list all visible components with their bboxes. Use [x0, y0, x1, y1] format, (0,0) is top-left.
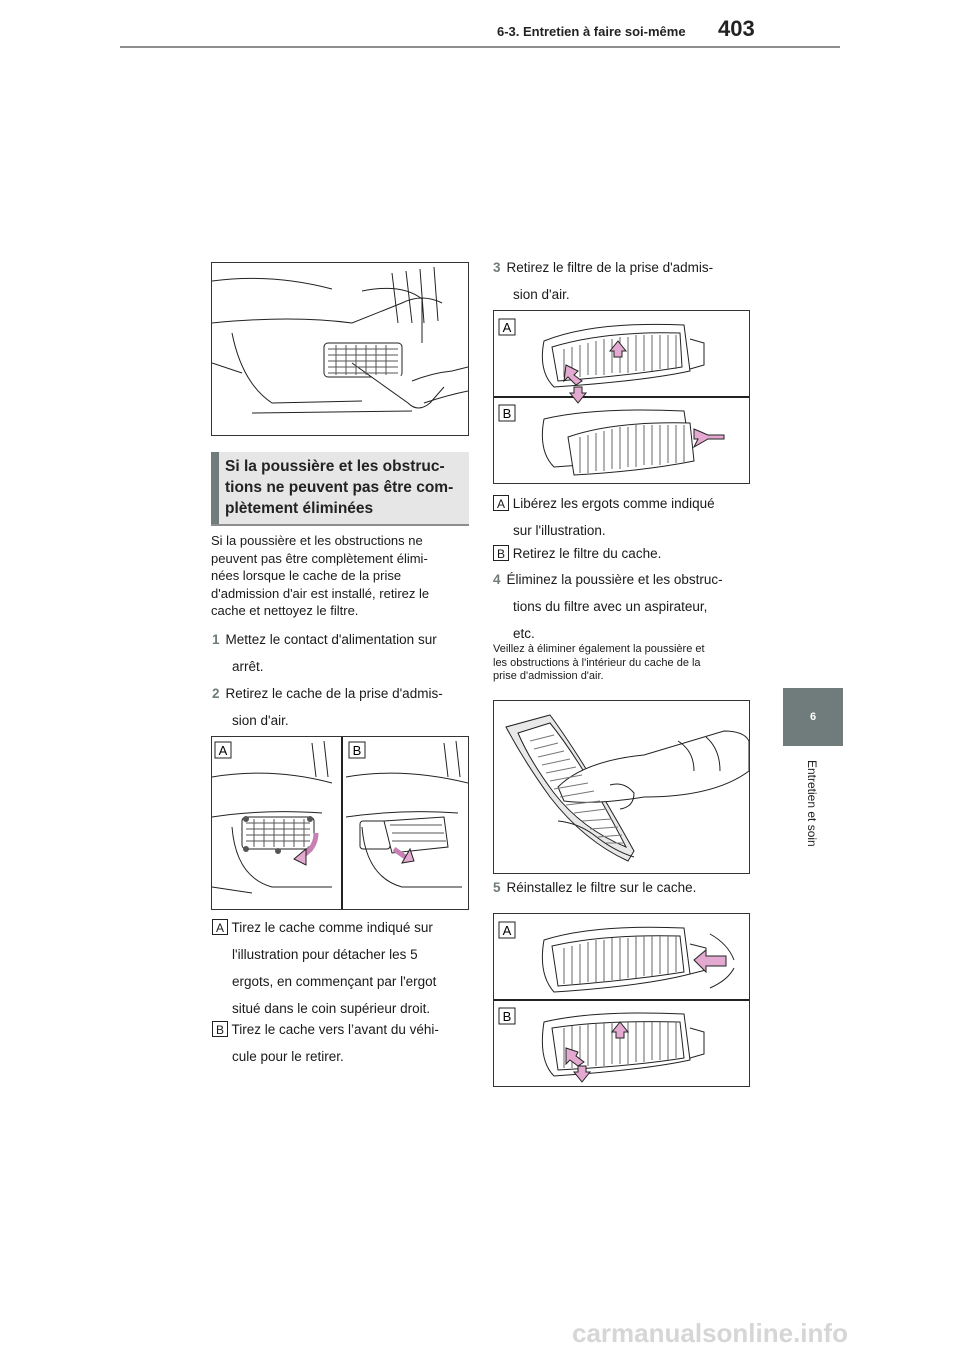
- header-rule: [120, 46, 840, 48]
- note-title-line: plètement éliminées: [225, 500, 374, 517]
- note-title-line: Si la poussière et les obstruc-: [225, 458, 445, 475]
- step-number: 1: [212, 632, 220, 647]
- note-title-line: tions ne peuvent pas être com-: [225, 479, 454, 496]
- step-text: etc.: [513, 626, 535, 641]
- substep-2b: B Tirez le cache vers l’avant du véhi- c…: [212, 1016, 474, 1070]
- substep-badge: A: [212, 919, 228, 935]
- page-number: 403: [718, 16, 755, 41]
- figure-label: A: [503, 320, 512, 335]
- illustration-vacuum-intake: [212, 266, 468, 414]
- step-1: 1 Mettez le contact d'alimentation sur ar…: [212, 626, 472, 680]
- caption-line: prise d'admission d'air.: [493, 670, 604, 682]
- step-5: 5 Réinstallez le filtre sur le cache.: [493, 874, 755, 901]
- figure-remove-filter: A B: [493, 310, 750, 484]
- intro-line: nées lorsque le cache de la prise: [211, 568, 402, 583]
- note-rule: [211, 524, 469, 526]
- step-text: sion d'air.: [232, 713, 289, 728]
- substep-text: Libérez les ergots comme indiqué: [512, 496, 715, 511]
- figure-label: B: [353, 743, 362, 758]
- figure-label: A: [219, 743, 228, 758]
- chapter-number: 6: [809, 711, 817, 723]
- illustration-reinstall-filter: A B: [494, 921, 749, 1083]
- step-text: Mettez le contact d'alimentation sur: [225, 632, 437, 647]
- step-text: Éliminez la poussière et les obstruc-: [506, 572, 723, 587]
- note-box: Si la poussière et les obstruc- tions ne…: [211, 452, 469, 524]
- caption-line: Veillez à éliminer également la poussièr…: [493, 643, 705, 655]
- substep-badge: B: [493, 545, 509, 561]
- substep-3a: A Libérez les ergots comme indiqué sur l…: [493, 490, 755, 544]
- substep-2a: A Tirez le cache comme indiqué sur l'ill…: [212, 914, 474, 1022]
- caption-note: Veillez à éliminer également la poussièr…: [493, 643, 755, 684]
- step-number: 5: [493, 880, 501, 895]
- step-text: Retirez le cache de la prise d'admis-: [225, 686, 443, 701]
- figure-reinstall-filter: A B: [493, 913, 750, 1087]
- substep-text: sur l'illustration.: [513, 523, 606, 538]
- substep-text: Tirez le cache comme indiqué sur: [231, 920, 433, 935]
- figure-label: B: [503, 406, 512, 421]
- step-number: 2: [212, 686, 220, 701]
- note-accent-bar: [211, 452, 219, 524]
- substep-text: cule pour le retirer.: [232, 1049, 344, 1064]
- substep-text: l'illustration pour détacher les 5: [232, 947, 418, 962]
- figure-vacuum-filter: [493, 700, 750, 874]
- chapter-label: Entretien et soin: [782, 760, 844, 900]
- note-title: Si la poussière et les obstruc- tions ne…: [225, 456, 453, 519]
- step-text: arrêt.: [232, 659, 264, 674]
- chapter-tab: 6: [783, 688, 843, 746]
- substep-badge: B: [212, 1021, 228, 1037]
- substep-3b: B Retirez le filtre du cache.: [493, 540, 755, 567]
- step-2: 2 Retirez le cache de la prise d'admis- s…: [212, 680, 472, 734]
- step-4: 4 Éliminez la poussière et les obstruc- t…: [493, 566, 755, 647]
- intro-line: d'admission d'air est installé, retirez …: [211, 585, 430, 601]
- substep-text: Tirez le cache vers l’avant du véhi-: [231, 1022, 439, 1037]
- figure-remove-cover: A B: [211, 736, 469, 910]
- intro-paragraph: Si la poussière et les obstructions ne p…: [211, 532, 471, 620]
- watermark: carmanualsonline.info: [572, 1318, 848, 1348]
- figure-label: A: [503, 923, 512, 938]
- step-text: Réinstallez le filtre sur le cache.: [506, 880, 697, 895]
- step-text: Retirez le filtre de la prise d'admis-: [506, 260, 714, 275]
- illustration-vacuum-filter: [505, 714, 749, 862]
- section-title: 6-3. Entretien à faire soi-même: [497, 24, 686, 39]
- intro-line: cache et nettoyez le filtre.: [211, 603, 359, 618]
- step-text: sion d'air.: [513, 287, 570, 302]
- illustration-remove-cover: A B: [212, 737, 468, 909]
- substep-text: Retirez le filtre du cache.: [512, 546, 662, 561]
- caption-line: les obstructions à l'intérieur du cache …: [493, 656, 701, 669]
- step-number: 3: [493, 260, 501, 275]
- chapter-label-text: Entretien et soin: [805, 760, 819, 847]
- substep-badge: A: [493, 495, 509, 511]
- substep-text: situé dans le coin supérieur droit.: [232, 1001, 431, 1016]
- illustration-remove-filter: A B: [494, 318, 749, 476]
- figure-vacuum-intake: [211, 262, 469, 436]
- intro-line: Si la poussière et les obstructions ne: [211, 533, 423, 548]
- step-number: 4: [493, 572, 501, 587]
- substep-text: ergots, en commençant par l'ergot: [232, 974, 437, 989]
- intro-line: peuvent pas être complètement élimi-: [211, 550, 428, 566]
- figure-label: B: [503, 1009, 512, 1024]
- step-text: tions du filtre avec un aspirateur,: [513, 599, 708, 614]
